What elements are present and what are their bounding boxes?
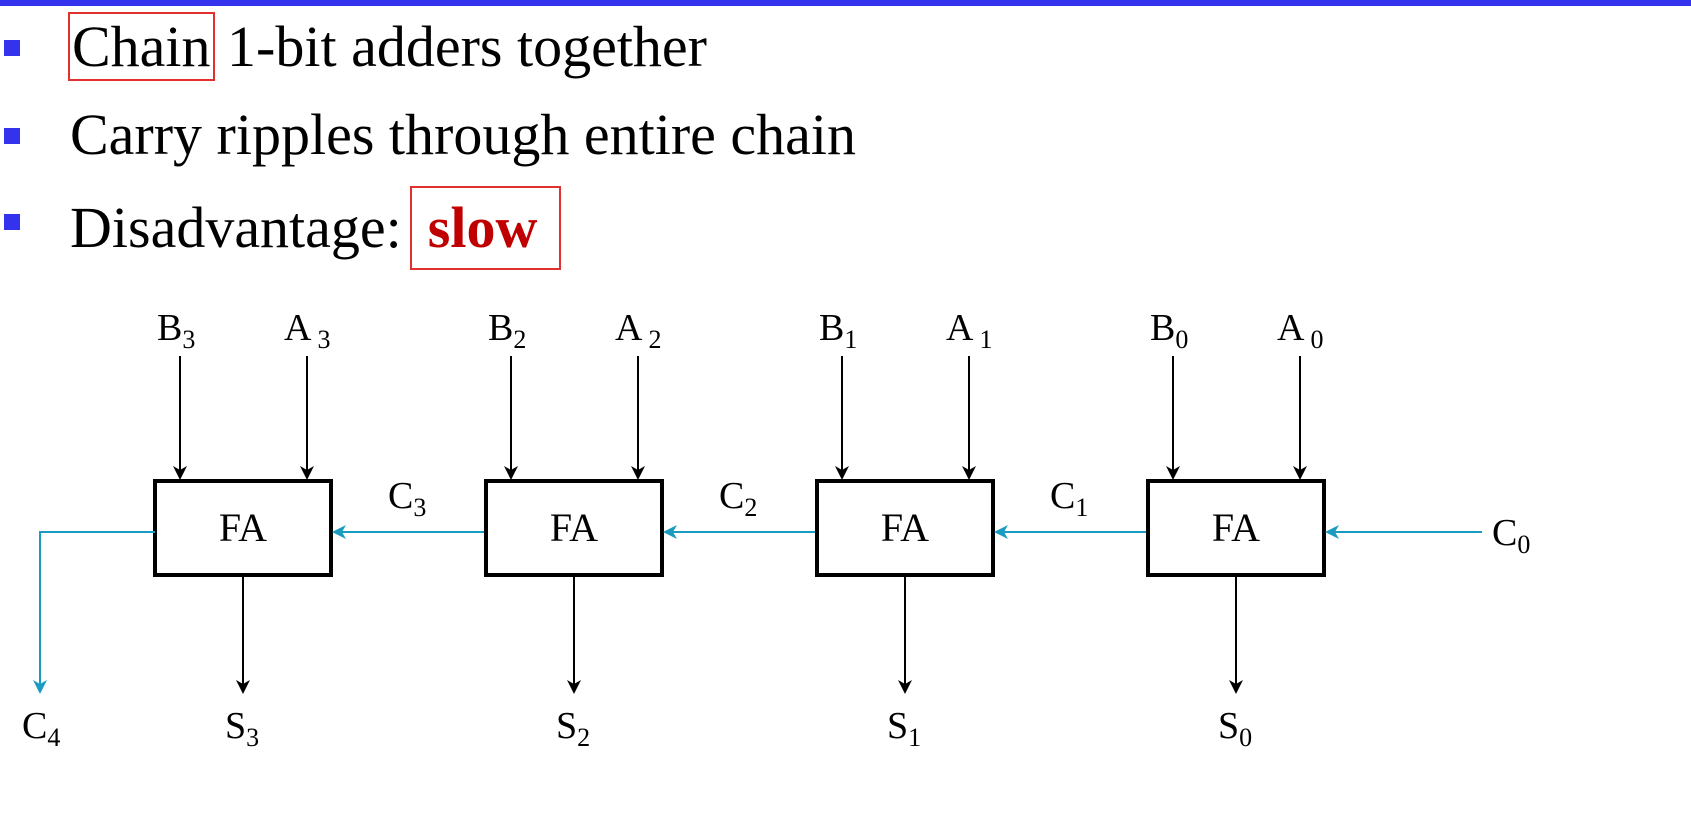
top-accent-bar — [0, 0, 1691, 6]
bullet-square-icon — [4, 128, 20, 144]
bullet-square-icon — [4, 214, 20, 230]
full-adder-box — [815, 479, 995, 577]
sum-label: S0 — [1218, 705, 1252, 752]
carry-out-arrow — [33, 531, 155, 694]
carry-out-label: C4 — [22, 705, 60, 752]
input-label-b: B1 — [819, 307, 857, 354]
full-adder-box — [484, 479, 664, 577]
full-adder-box — [1146, 479, 1326, 577]
full-adder-label: FA — [550, 505, 598, 550]
full-adder-box — [153, 479, 333, 577]
bullet-text-rest: 1-bit adders together — [212, 14, 707, 79]
carry-label: C2 — [719, 475, 757, 522]
bullet-text: Carry ripples through entire chain — [70, 102, 856, 167]
full-adder-label: FA — [1212, 505, 1260, 550]
full-adder-label: FA — [219, 505, 267, 550]
carry-label: C1 — [1050, 475, 1088, 522]
bullet-item: Carry ripples through entire chain — [0, 100, 1691, 170]
sum-label: S2 — [556, 705, 590, 752]
boxed-word: Chain — [68, 12, 215, 81]
input-label-b: B0 — [1150, 307, 1188, 354]
bullet-item: Chain 1-bit adders together — [0, 12, 1691, 82]
input-label-b: B3 — [157, 307, 195, 354]
carry-in-label: C0 — [1492, 512, 1530, 559]
bullet-text: Disadvantage:slow — [70, 186, 562, 270]
bullet-square-icon — [4, 40, 20, 56]
bullet-item: Disadvantage:slow — [0, 186, 1691, 270]
bullet-text: Chain 1-bit adders together — [68, 12, 707, 82]
carry-label: C3 — [388, 475, 426, 522]
bullet-prefix: Disadvantage: — [70, 195, 402, 260]
full-adder-label: FA — [881, 505, 929, 550]
input-label-b: B2 — [488, 307, 526, 354]
sum-label: S1 — [887, 705, 921, 752]
sum-label: S3 — [225, 705, 259, 752]
highlight-word: slow — [409, 186, 562, 270]
